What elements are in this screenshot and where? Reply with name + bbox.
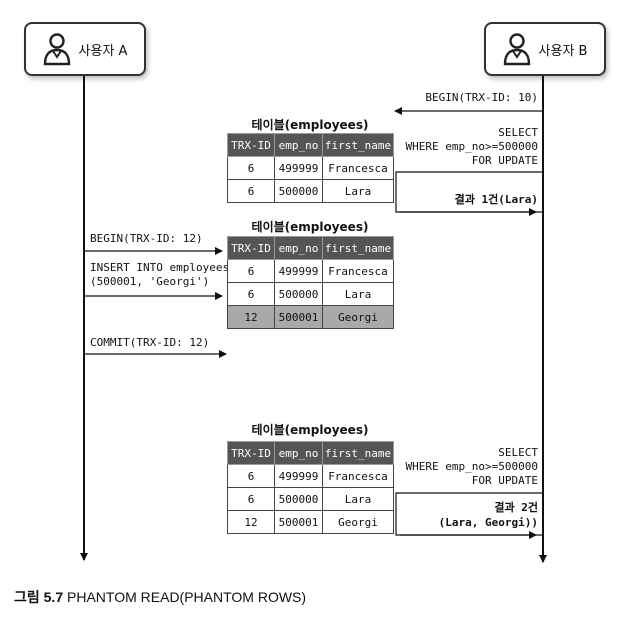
col-header: emp_no bbox=[274, 441, 323, 465]
msg-b-begin: BEGIN(TRX-ID: 10) bbox=[425, 91, 538, 104]
cell-first-name: Lara bbox=[322, 487, 394, 511]
msg-a-insert: INSERT INTO employees (500001, 'Georgi') bbox=[90, 261, 230, 288]
table-3: TRX-ID emp_no first_name 6 499999 France… bbox=[227, 441, 394, 534]
msg-b-result-2-line2: (Lara, Georgi)) bbox=[438, 516, 538, 529]
figure-caption: 그림 5.7 PHANTOM READ(PHANTOM ROWS) bbox=[14, 587, 306, 607]
cell-first-name: Lara bbox=[322, 282, 394, 306]
actor-user-b: 사용자 B bbox=[484, 22, 606, 76]
cell-emp-no: 500000 bbox=[274, 179, 323, 203]
cell-emp-no: 499999 bbox=[274, 464, 323, 488]
cell-emp-no: 500001 bbox=[274, 305, 323, 329]
actor-b-label: 사용자 B bbox=[538, 43, 588, 59]
actor-a-label: 사용자 A bbox=[78, 43, 128, 59]
cell-trx-id: 6 bbox=[227, 282, 275, 306]
table-row: 6 500000 Lara bbox=[227, 487, 394, 511]
cell-trx-id: 6 bbox=[227, 464, 275, 488]
cell-first-name: Georgi bbox=[322, 305, 394, 329]
cell-trx-id: 12 bbox=[227, 305, 275, 329]
result2-box bbox=[395, 492, 544, 536]
cell-emp-no: 500001 bbox=[274, 510, 323, 534]
cell-trx-id: 6 bbox=[227, 259, 275, 283]
col-header: first_name bbox=[322, 236, 394, 260]
table-2: TRX-ID emp_no first_name 6 499999 France… bbox=[227, 236, 394, 329]
cell-first-name: Georgi bbox=[322, 510, 394, 534]
table-row: 12 500001 Georgi bbox=[227, 510, 394, 534]
cell-trx-id: 6 bbox=[227, 156, 275, 180]
msg-b-result-1: 결과 1건(Lara) bbox=[454, 193, 538, 206]
col-header: first_name bbox=[322, 133, 394, 157]
cell-first-name: Francesca bbox=[322, 259, 394, 283]
col-header: first_name bbox=[322, 441, 394, 465]
table-row: 6 500000 Lara bbox=[227, 179, 394, 203]
cell-trx-id: 6 bbox=[227, 179, 275, 203]
table-row: 6 499999 Francesca bbox=[227, 259, 394, 283]
table-row: 6 500000 Lara bbox=[227, 282, 394, 306]
result1-box bbox=[395, 171, 544, 213]
table-1: TRX-ID emp_no first_name 6 499999 France… bbox=[227, 133, 394, 203]
cell-first-name: Lara bbox=[322, 179, 394, 203]
col-header: TRX-ID bbox=[227, 133, 275, 157]
cell-emp-no: 499999 bbox=[274, 156, 323, 180]
figure-caption-text: PHANTOM READ(PHANTOM ROWS) bbox=[63, 589, 307, 605]
msg-b-result-2-line1: 결과 2건 bbox=[494, 501, 538, 514]
msg-b-select-1: SELECT WHERE emp_no>=500000 FOR UPDATE bbox=[405, 126, 538, 167]
cell-emp-no: 499999 bbox=[274, 259, 323, 283]
table-2-title: 테이블(employees) bbox=[251, 220, 369, 234]
col-header: TRX-ID bbox=[227, 236, 275, 260]
table-row-inserted: 12 500001 Georgi bbox=[227, 305, 394, 329]
msg-b-select-2: SELECT WHERE emp_no>=500000 FOR UPDATE bbox=[405, 446, 538, 487]
cell-emp-no: 500000 bbox=[274, 487, 323, 511]
msg-a-begin: BEGIN(TRX-ID: 12) bbox=[90, 232, 203, 245]
col-header: emp_no bbox=[274, 133, 323, 157]
table-3-title: 테이블(employees) bbox=[251, 423, 369, 437]
table-1-title: 테이블(employees) bbox=[251, 118, 369, 132]
user-icon bbox=[43, 33, 70, 66]
col-header: emp_no bbox=[274, 236, 323, 260]
table-row: 6 499999 Francesca bbox=[227, 464, 394, 488]
figure-label: 그림 5.7 bbox=[14, 589, 64, 605]
col-header: TRX-ID bbox=[227, 441, 275, 465]
msg-a-commit: COMMIT(TRX-ID: 12) bbox=[90, 336, 210, 349]
cell-emp-no: 500000 bbox=[274, 282, 323, 306]
cell-trx-id: 6 bbox=[227, 487, 275, 511]
user-icon bbox=[503, 33, 530, 66]
cell-first-name: Francesca bbox=[322, 156, 394, 180]
table-row: 6 499999 Francesca bbox=[227, 156, 394, 180]
cell-trx-id: 12 bbox=[227, 510, 275, 534]
actor-user-a: 사용자 A bbox=[24, 22, 146, 76]
cell-first-name: Francesca bbox=[322, 464, 394, 488]
